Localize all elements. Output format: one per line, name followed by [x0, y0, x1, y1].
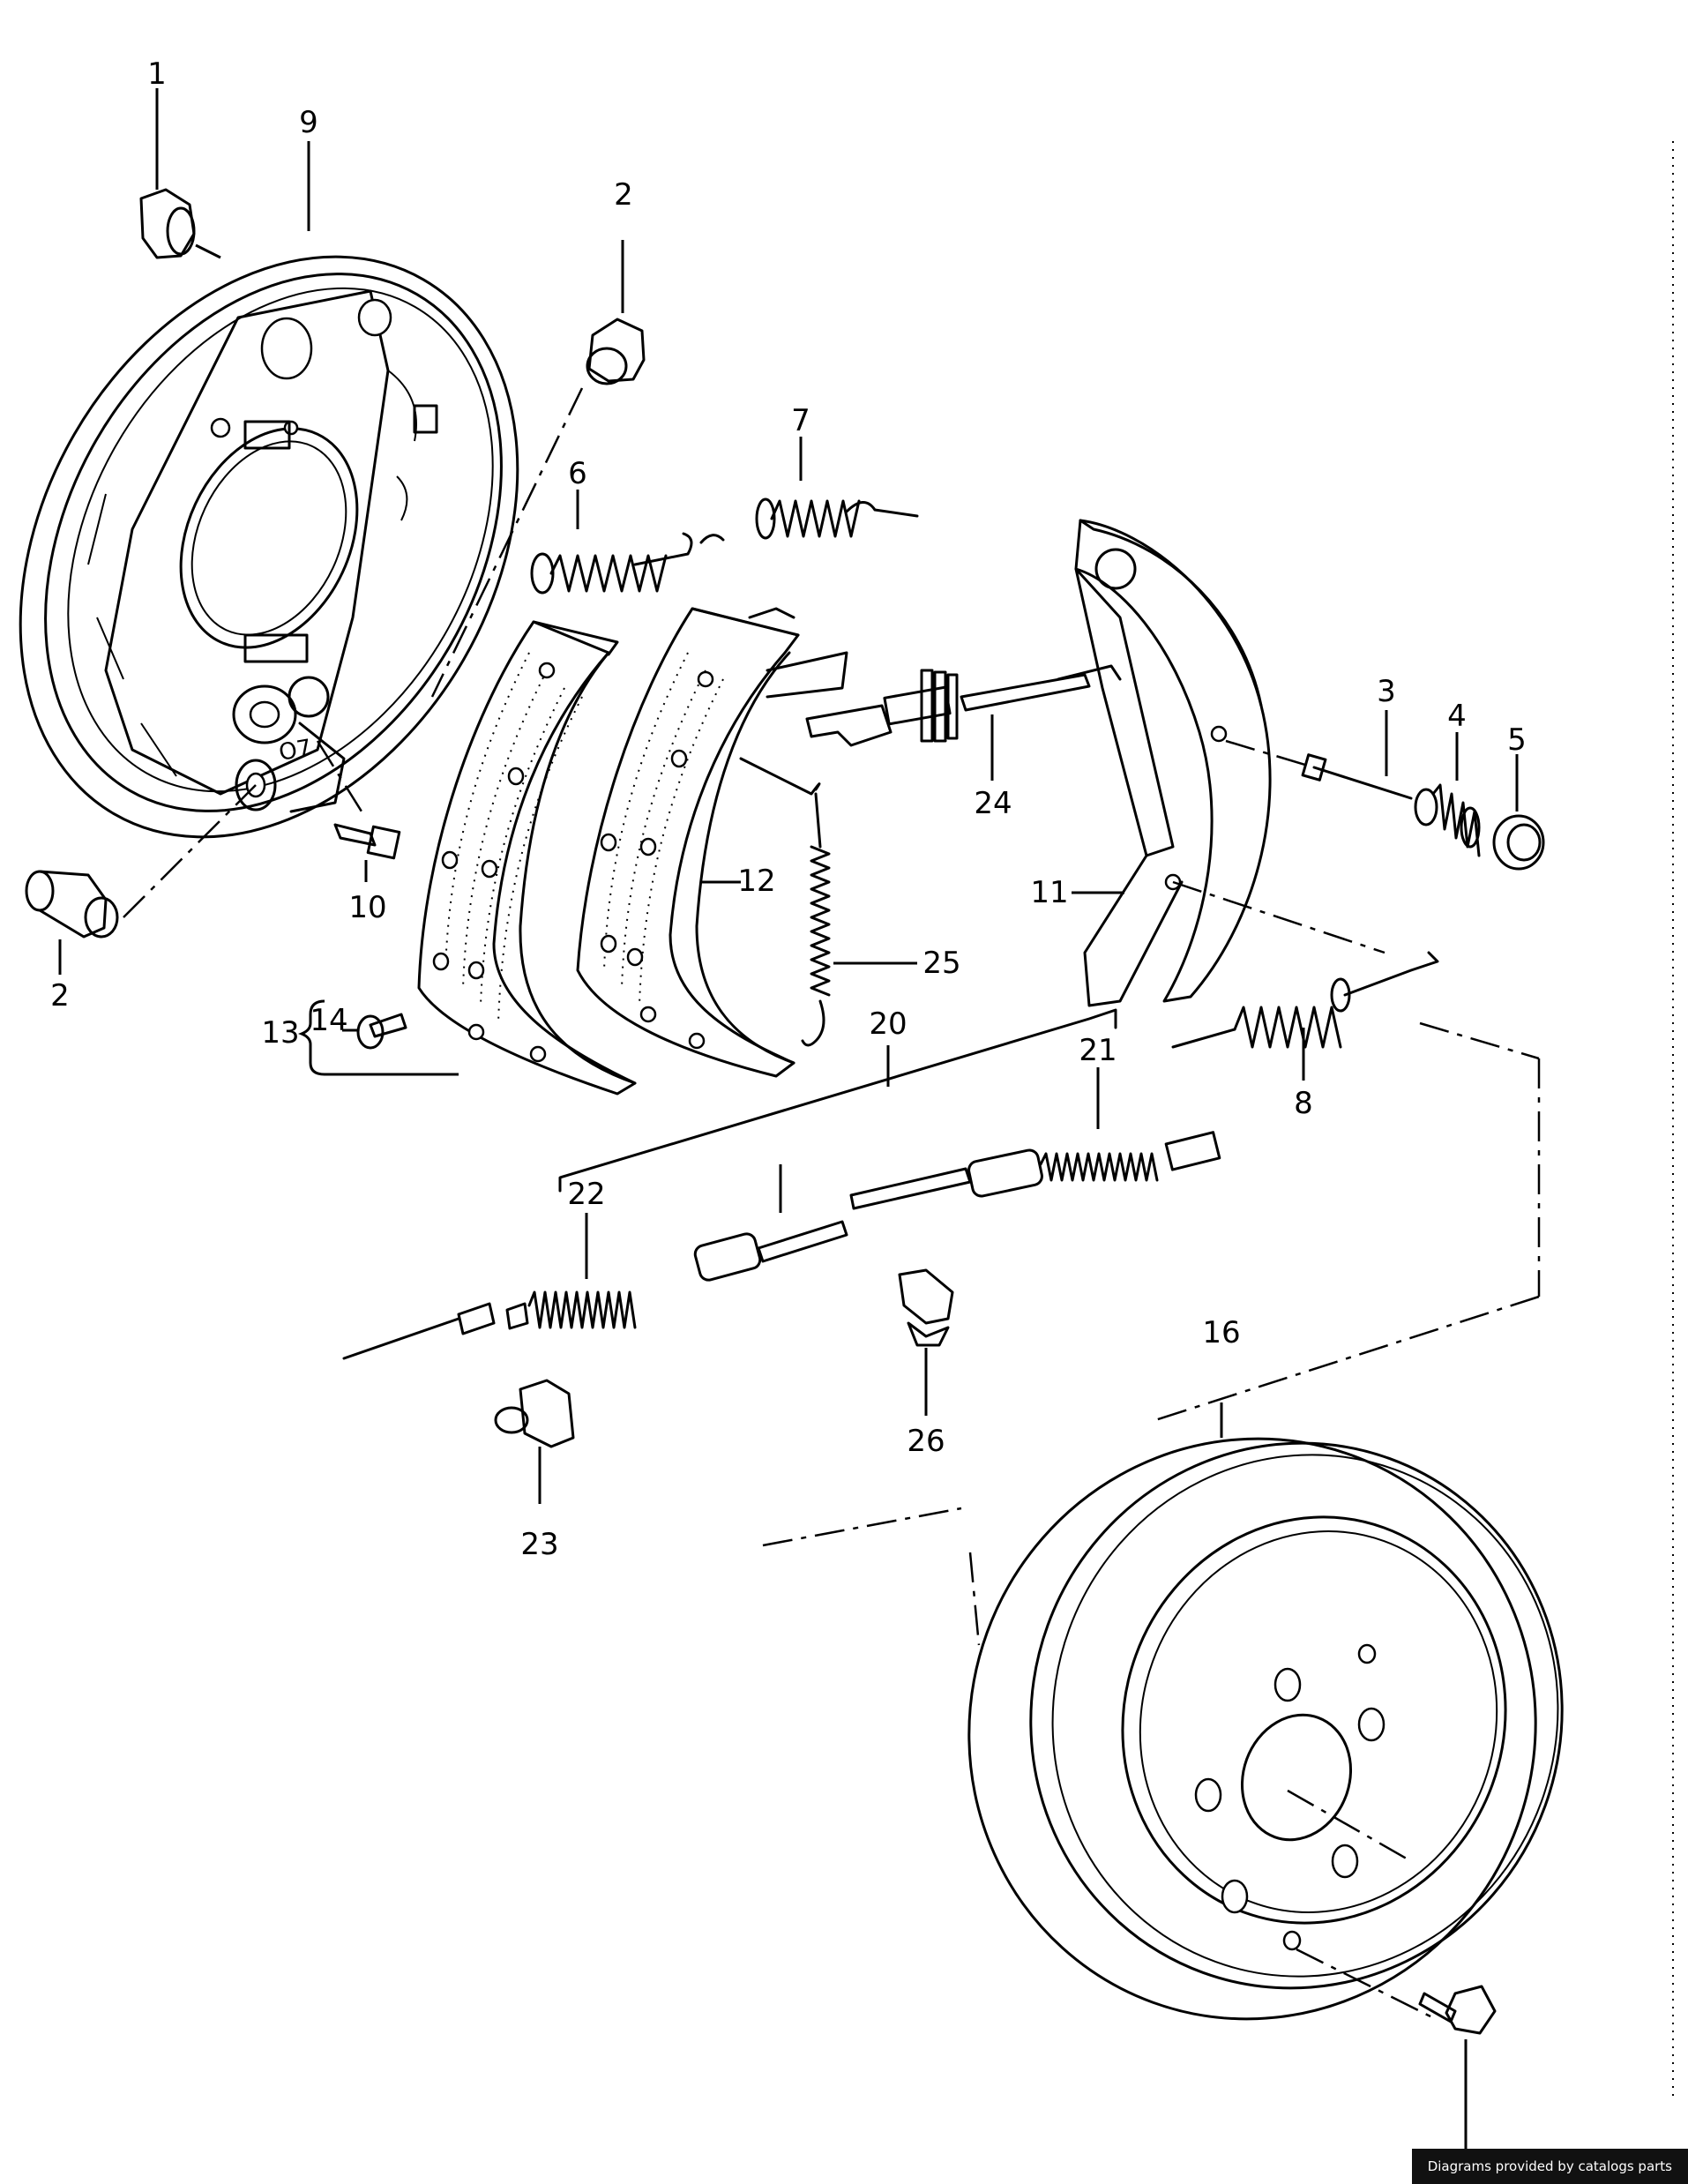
part-21-cable-end [849, 1067, 1221, 1210]
part-13-brake-shoe [417, 620, 637, 1096]
credit-footer: Diagrams provided by catalogs parts [1411, 2149, 1688, 2184]
callout-3: 3 [1377, 674, 1396, 709]
callout-20: 20 [869, 1006, 907, 1042]
part-7-spring [699, 437, 919, 544]
part-26-clip [898, 1268, 954, 1416]
part-3-pin [1225, 710, 1413, 800]
callout-1: 1 [147, 56, 167, 92]
callout-6: 6 [568, 456, 587, 491]
part-12-brake-shoe [576, 607, 848, 1078]
callout-11: 11 [1030, 875, 1068, 910]
part-14-pin [342, 1013, 407, 1050]
callout-21: 21 [1079, 1033, 1117, 1068]
part-6-spring [530, 490, 693, 595]
callout-25: 25 [922, 946, 960, 981]
part-2-lower-plug [25, 784, 257, 975]
part-11-brake-shoe [1072, 519, 1272, 1007]
callout-12: 12 [737, 864, 775, 899]
part-8-spring [1171, 880, 1439, 1081]
part-16-brake-drum [967, 1402, 1564, 2021]
part-10-bolt [316, 740, 401, 882]
part-2-upper-plug [430, 240, 646, 698]
callout-7: 7 [791, 403, 810, 438]
callout-10: 10 [348, 890, 386, 925]
callout-23: 23 [520, 1527, 558, 1562]
svg-text:O7: O7 [277, 735, 314, 767]
part-4-spring [1414, 732, 1481, 857]
part-22-cable-end [342, 1213, 848, 1360]
part-25-spring [739, 757, 917, 1047]
callout-16: 16 [1202, 1315, 1240, 1350]
part-23-clip [494, 1379, 575, 1504]
part-1-cap [139, 88, 221, 259]
callout-4: 4 [1447, 699, 1467, 734]
callout-9: 9 [299, 105, 318, 140]
callout-2-lower: 2 [50, 978, 70, 1013]
callout-22: 22 [567, 1177, 605, 1212]
callout-26: 26 [907, 1424, 945, 1459]
callout-13: 13 [261, 1015, 299, 1051]
part-20-cable [558, 1008, 1117, 1213]
callout-14: 14 [310, 1003, 347, 1038]
backing-plate: O7 [19, 255, 519, 839]
drum-screw [1296, 1948, 1497, 2152]
part-5-cap [1492, 754, 1545, 871]
callout-2-upper: 2 [614, 177, 633, 213]
part-24-adjuster [805, 664, 1122, 781]
bracket-13 [297, 999, 459, 1076]
callout-24: 24 [974, 786, 1012, 821]
callout-8: 8 [1294, 1086, 1313, 1121]
callout-5: 5 [1507, 722, 1527, 758]
